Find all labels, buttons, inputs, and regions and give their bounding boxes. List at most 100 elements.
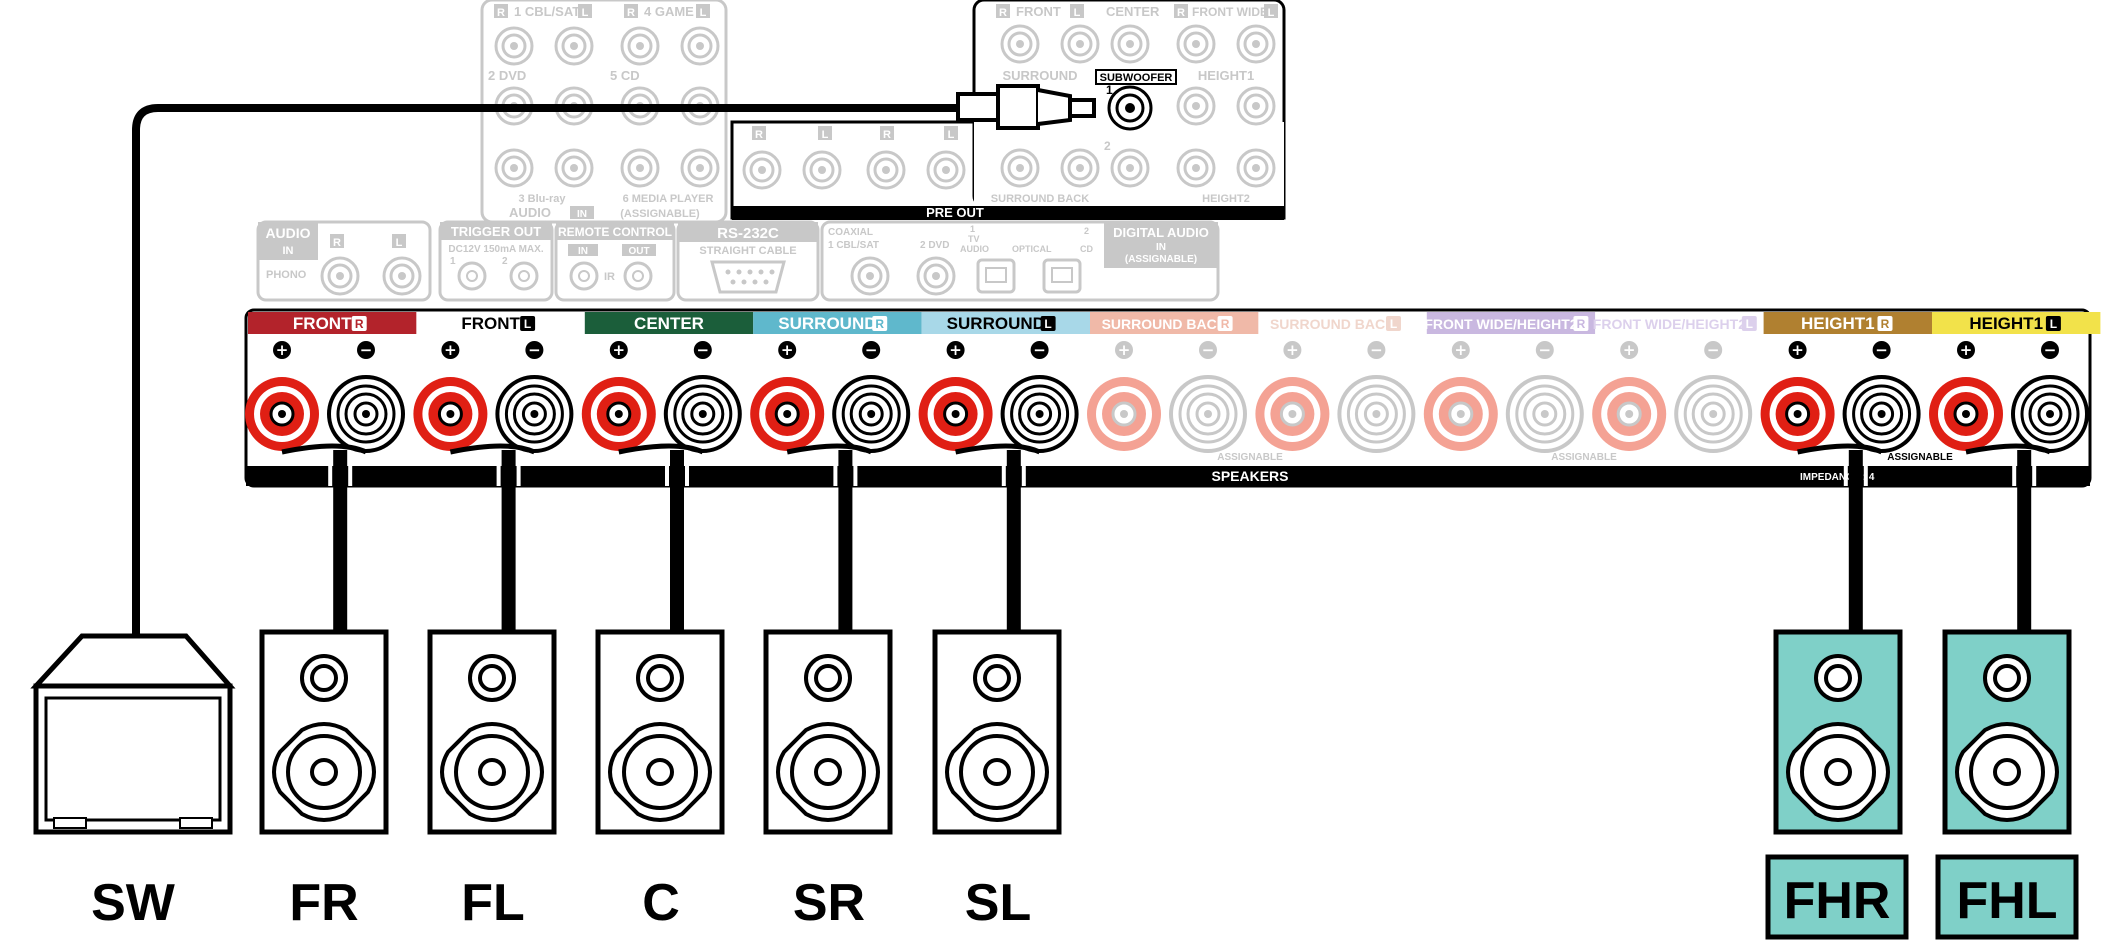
coaxial-jack bbox=[850, 256, 890, 296]
polarity-symbol bbox=[1704, 341, 1723, 359]
svg-text:R: R bbox=[999, 7, 1007, 19]
polarity-sign: − bbox=[865, 341, 878, 359]
speaker-cable bbox=[1006, 450, 1021, 636]
channel-badge bbox=[520, 316, 536, 331]
label-fl: FL bbox=[461, 874, 525, 932]
rca-jack bbox=[382, 256, 422, 296]
speaker-box bbox=[1942, 629, 2072, 835]
speaker-group-label: SURROUND bbox=[947, 314, 1045, 333]
polarity-sign: − bbox=[2044, 341, 2057, 359]
speaker-cable bbox=[333, 450, 348, 636]
speaker-box bbox=[932, 629, 1062, 835]
polarity-sign: + bbox=[1623, 341, 1636, 359]
rca-jack bbox=[1110, 24, 1150, 64]
speaker-group-label-bg bbox=[1258, 312, 1427, 334]
in-l-badge-1: L bbox=[582, 7, 589, 19]
label-fr: FR bbox=[289, 874, 358, 932]
polarity-sign: − bbox=[528, 341, 541, 359]
polarity-symbol bbox=[1115, 341, 1133, 359]
svg-text:2 DVD: 2 DVD bbox=[920, 240, 949, 251]
label-cd: 5 CD bbox=[610, 68, 640, 83]
svg-text:2: 2 bbox=[502, 256, 508, 267]
svg-text:CD: CD bbox=[1080, 244, 1093, 254]
svg-text:R: R bbox=[1177, 7, 1185, 19]
svg-text:R: R bbox=[333, 237, 341, 249]
speaker-group-label: FRONT WIDE/HEIGHT2 bbox=[1424, 316, 1577, 332]
svg-text:R: R bbox=[883, 129, 891, 141]
rca-jack bbox=[680, 148, 720, 188]
polarity-symbol bbox=[1367, 341, 1386, 359]
rca-jack bbox=[320, 256, 360, 296]
fhl-label-box: FHL bbox=[1935, 854, 2079, 940]
label-sl: SL bbox=[965, 874, 1031, 932]
speaker-box bbox=[1773, 629, 1903, 835]
channel-badge-letter: L bbox=[1044, 317, 1051, 331]
label-straight-cable: STRAIGHT CABLE bbox=[699, 245, 796, 257]
speaker-cable bbox=[1848, 450, 1863, 636]
speaker-box bbox=[595, 629, 725, 835]
rca-jack bbox=[1060, 148, 1100, 188]
label-rs232c: RS-232C bbox=[717, 225, 779, 242]
subwoofer-cable bbox=[132, 84, 1096, 636]
rca-jack bbox=[1000, 148, 1040, 188]
polarity-symbol bbox=[1451, 341, 1470, 359]
label-assignable-fw: ASSIGNABLE bbox=[1551, 452, 1617, 463]
polarity-sign: + bbox=[1286, 341, 1299, 359]
label-assignable-sb: ASSIGNABLE bbox=[1217, 452, 1283, 463]
svg-text:R: R bbox=[755, 129, 763, 141]
speaker-cable bbox=[2017, 450, 2032, 636]
svg-text:L: L bbox=[822, 129, 829, 141]
channel-badge bbox=[2045, 316, 2061, 331]
channel-badge-letter: L bbox=[2050, 317, 2057, 331]
label-remote-control: REMOTE CONTROL bbox=[558, 225, 672, 239]
rca-jack bbox=[1060, 24, 1100, 64]
subwoofer-box bbox=[30, 633, 236, 835]
label-height2: HEIGHT2 bbox=[1202, 193, 1250, 205]
polarity-sign: − bbox=[1539, 341, 1552, 359]
svg-text:L: L bbox=[948, 129, 955, 141]
subwoofer-jack bbox=[1107, 85, 1153, 131]
channel-badge-letter: R bbox=[355, 317, 364, 331]
speaker-group-label-bg bbox=[248, 312, 417, 334]
label-speakers: SPEAKERS bbox=[1211, 468, 1288, 484]
speaker-box bbox=[427, 629, 557, 835]
label-sw: SW bbox=[91, 874, 176, 932]
rca-jack bbox=[620, 148, 660, 188]
rca-jack bbox=[1176, 148, 1216, 188]
rca-jack bbox=[1236, 86, 1276, 126]
polarity-sign: + bbox=[1960, 341, 1973, 359]
rca-jack bbox=[494, 148, 534, 188]
polarity-symbol bbox=[1199, 341, 1217, 359]
svg-text:L: L bbox=[396, 237, 403, 249]
speaker-group-label-bg bbox=[1090, 312, 1259, 334]
label-audio-phono: AUDIO bbox=[265, 225, 310, 241]
polarity-symbol bbox=[778, 341, 797, 359]
label-phono-in: IN bbox=[283, 245, 294, 257]
polarity-sign: − bbox=[697, 341, 710, 359]
polarity-sign: + bbox=[1455, 341, 1468, 359]
polarity-sign: − bbox=[1202, 341, 1215, 359]
polarity-symbol bbox=[1872, 341, 1891, 359]
svg-text:L: L bbox=[1074, 7, 1081, 19]
label-phono: PHONO bbox=[266, 269, 307, 281]
polarity-symbol bbox=[946, 341, 965, 359]
polarity-sign: − bbox=[1875, 341, 1888, 359]
channel-badge bbox=[1040, 316, 1056, 331]
label-fhr: FHR bbox=[1784, 872, 1891, 930]
svg-text:2: 2 bbox=[1084, 226, 1089, 236]
polarity-symbol bbox=[357, 341, 375, 359]
rca-jack bbox=[494, 26, 534, 66]
speaker-group-label-bg bbox=[584, 312, 754, 334]
rca-jack bbox=[554, 26, 594, 66]
polarity-sign: + bbox=[781, 341, 794, 359]
speaker-group-label-bg bbox=[416, 312, 585, 334]
polarity-symbol bbox=[1283, 341, 1302, 359]
label-front-wide: FRONT WIDE bbox=[1192, 5, 1268, 19]
svg-text:1 CBL/SAT: 1 CBL/SAT bbox=[828, 240, 879, 251]
svg-text:IN: IN bbox=[578, 246, 588, 257]
label-in: IN bbox=[577, 209, 587, 220]
speaker-group-label: HEIGHT1 bbox=[1801, 314, 1875, 333]
label-center: CENTER bbox=[1106, 4, 1160, 19]
rca-jack bbox=[680, 26, 720, 66]
middle-connector-row: AUDIO IN R L PHONO TRIGGER OUT DC12V 150… bbox=[256, 220, 1220, 302]
